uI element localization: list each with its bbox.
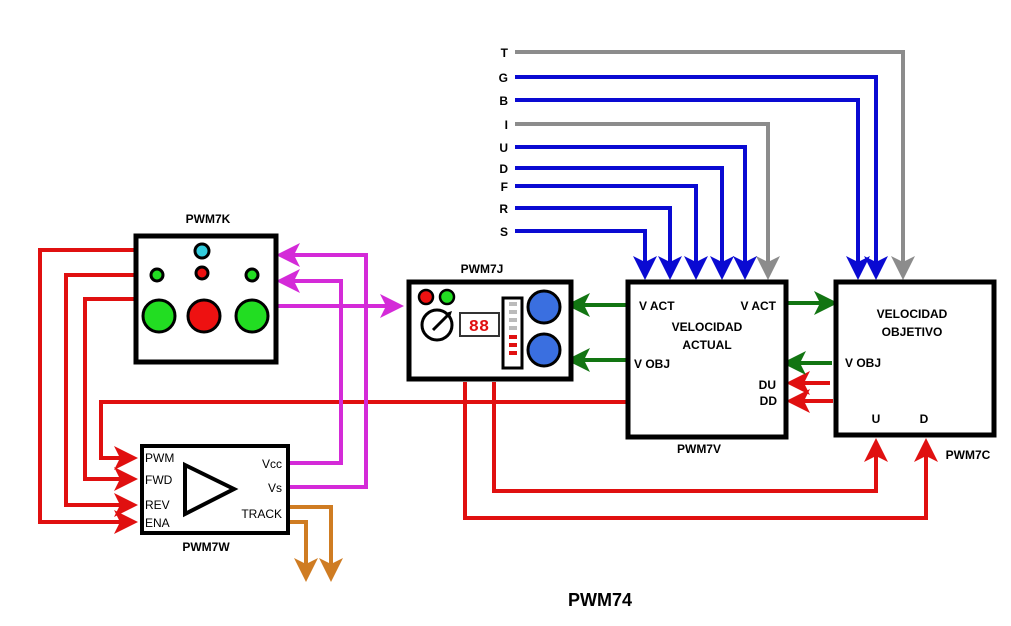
- wire-pwm: [99, 400, 626, 470]
- block-pwm7v-label: PWM7V: [677, 442, 721, 456]
- block-pwm7c-label: PWM7C: [946, 448, 991, 462]
- port-ena: ENA: [145, 516, 170, 530]
- gauge-icon: [420, 308, 454, 342]
- bus-wires: [515, 50, 915, 280]
- led-cyan-icon: [193, 242, 211, 260]
- pwm7c-title-line2: OBJETIVO: [882, 325, 943, 339]
- block-pwm7w-label: PWM7W: [182, 540, 230, 554]
- signal-light-red-icon: [186, 298, 222, 334]
- signal-light-green-icon: [234, 298, 270, 334]
- port-vcc: Vcc: [262, 457, 282, 471]
- pwm7k-to-pwm7w-wires: [38, 248, 626, 534]
- bus-label-g: G: [499, 71, 508, 85]
- port-track: TRACK: [241, 507, 282, 521]
- port-du: DU: [759, 378, 776, 392]
- led-green-icon: [438, 288, 456, 306]
- led-red-small-icon: [194, 265, 210, 281]
- amplifier-icon: [183, 461, 239, 518]
- port-vs: Vs: [268, 481, 282, 495]
- port-vobj-c: V OBJ: [845, 356, 881, 370]
- led-red-icon: [417, 288, 435, 306]
- bus-wire-s: [515, 229, 657, 280]
- bus-wire-t: [515, 50, 915, 280]
- block-pwm7c: VELOCIDAD OBJETIVO V OBJ U D PWM7C: [833, 279, 997, 462]
- pwm7c-title-line1: VELOCIDAD: [877, 307, 948, 321]
- port-fwd: FWD: [145, 473, 173, 487]
- wire-ena: [38, 248, 138, 534]
- block-pwm7w: PWM FWD REV ENA Vcc Vs TRACK PWM7W: [140, 444, 290, 554]
- display-digits: 88: [469, 318, 489, 337]
- bus-wire-i: [515, 122, 780, 280]
- bus-wire-r: [515, 206, 682, 280]
- led-green-small-icon: [244, 267, 260, 283]
- bus-wire-f: [515, 184, 708, 280]
- bus-wire-u: [515, 145, 757, 280]
- port-vact-right: V ACT: [740, 299, 776, 313]
- bus-label-u: U: [499, 141, 508, 155]
- diagram-title: PWM74: [568, 590, 632, 610]
- seven-segment-display: [459, 312, 500, 337]
- power-wires: [276, 243, 404, 489]
- port-dd: DD: [760, 394, 778, 408]
- port-d: D: [920, 412, 929, 426]
- wire-track-2: [289, 505, 343, 582]
- port-vact-left: V ACT: [639, 299, 675, 313]
- velocity-wires: [566, 291, 838, 375]
- bus-wire-g: [515, 75, 888, 280]
- wire-vs: [276, 243, 368, 489]
- port-u: U: [872, 412, 881, 426]
- port-rev: REV: [145, 498, 170, 512]
- port-pwm: PWM: [145, 451, 174, 465]
- track-wires: [289, 505, 343, 582]
- bus-wire-b: [515, 98, 870, 280]
- knob-lower-icon[interactable]: [526, 332, 562, 368]
- pwm7c-body: [833, 279, 997, 438]
- wire-track-1: [289, 520, 318, 582]
- wire-u: [492, 382, 888, 493]
- level-bar-segments: [509, 302, 517, 355]
- wire-fwd: [83, 297, 138, 491]
- wire-d: [463, 382, 938, 520]
- block-pwm7v: V ACT V ACT VELOCIDAD ACTUAL V OBJ DU DD…: [625, 279, 789, 456]
- pwm7v-title-line1: VELOCIDAD: [672, 320, 743, 334]
- bus-label-f: F: [501, 180, 508, 194]
- level-bar: [501, 296, 524, 370]
- block-pwm7j-label: PWM7J: [461, 262, 504, 276]
- ud-wires: [463, 371, 938, 520]
- block-pwm7j: PWM7J 88: [406, 262, 574, 382]
- pwm7v-title-line2: ACTUAL: [682, 338, 731, 352]
- signal-light-green-icon: [141, 298, 177, 334]
- pwm7v-body: [625, 279, 789, 440]
- wire-vcc: [276, 269, 343, 465]
- bus-label-t: T: [501, 46, 509, 60]
- bus-label-b: B: [499, 94, 508, 108]
- led-green-small-icon: [149, 267, 165, 283]
- bus-label-d: D: [499, 162, 508, 176]
- bus-label-r: R: [499, 202, 508, 216]
- block-pwm7k: PWM7K: [133, 212, 279, 365]
- knob-upper-icon[interactable]: [526, 289, 562, 325]
- wire-rev: [64, 273, 138, 517]
- bus-wire-d: [515, 166, 734, 280]
- pwm7w-body: [140, 444, 290, 535]
- block-pwm7k-label: PWM7K: [186, 212, 231, 226]
- bus-label-i: I: [505, 118, 508, 132]
- bus-label-s: S: [500, 225, 508, 239]
- port-vobj: V OBJ: [634, 357, 670, 371]
